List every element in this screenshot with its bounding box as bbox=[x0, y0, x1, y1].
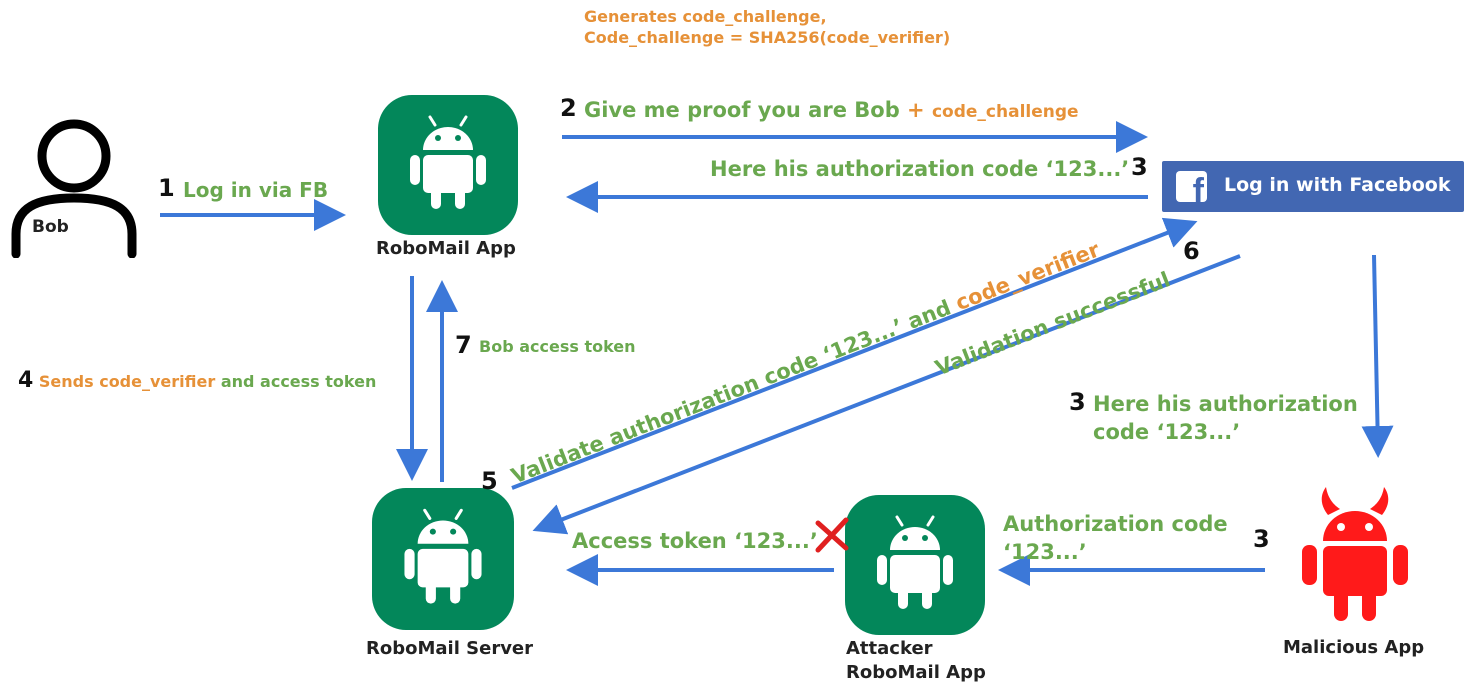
robomail-app-tile bbox=[378, 95, 518, 235]
step-3b-number: 3 bbox=[1069, 388, 1086, 416]
step-3a-number: 3 bbox=[1131, 153, 1148, 181]
step-2-text: Give me proof you are Bob bbox=[584, 98, 900, 122]
step-5-number: 5 bbox=[481, 467, 498, 495]
step-3a-label: Here his authorization code ‘123...’ bbox=[710, 157, 1130, 181]
step-7-number: 7 bbox=[455, 331, 472, 359]
step-3b-line2: code ‘123...’ bbox=[1093, 420, 1241, 444]
person-icon bbox=[11, 119, 137, 258]
attacker-app-label-line2: RoboMail App bbox=[846, 662, 986, 683]
android-icon bbox=[404, 508, 482, 604]
attacker-app-label-line1: Attacker bbox=[846, 638, 933, 659]
facebook-button-label: Log in with Facebook bbox=[1224, 174, 1451, 196]
attacker-app-label: Attacker RoboMail App bbox=[846, 637, 986, 685]
step-1-number: 1 bbox=[158, 174, 175, 202]
step-2-number: 2 bbox=[560, 94, 577, 122]
step-2-label: Give me proof you are Bob + code_challen… bbox=[584, 98, 1079, 122]
facebook-f-icon: f bbox=[1176, 171, 1207, 202]
step-4-number: 4 bbox=[18, 368, 34, 393]
step-1-label: Log in via FB bbox=[183, 178, 329, 202]
step-4-text2: and access token bbox=[220, 372, 377, 391]
step-4-text1: Sends code_verifier bbox=[38, 372, 216, 391]
arrow-step-6 bbox=[532, 254, 1241, 535]
robomail-server-label: RoboMail Server bbox=[366, 638, 534, 659]
step-3c-line1: Authorization code bbox=[1003, 512, 1228, 536]
step-2-extra: code_challenge bbox=[931, 102, 1079, 122]
arrow-step-5 bbox=[511, 217, 1198, 490]
step-3b-label: Here his authorization code ‘123...’ bbox=[1093, 390, 1358, 446]
step-7-label: Bob access token bbox=[479, 337, 636, 356]
robomail-server-tile bbox=[372, 488, 514, 630]
step-3c-number: 3 bbox=[1253, 525, 1270, 553]
attacker-app-tile bbox=[845, 495, 985, 635]
android-icon bbox=[410, 115, 486, 209]
header-note-line1: Generates code_challenge, bbox=[584, 7, 827, 26]
step-2-plus: + bbox=[907, 98, 925, 122]
step-4-label: 4 Sends code_verifier and access token bbox=[18, 368, 376, 393]
malicious-android-icon bbox=[1302, 487, 1408, 621]
step-3d-label: Access token ‘123...’ bbox=[572, 529, 818, 553]
arrow-step-3b bbox=[1361, 254, 1394, 458]
bob-label: Bob bbox=[32, 217, 69, 237]
android-icon bbox=[877, 515, 953, 609]
header-note: Generates code_challenge, Code_challenge… bbox=[584, 6, 950, 48]
red-x-icon bbox=[815, 517, 849, 553]
login-with-facebook-button[interactable]: f Log in with Facebook bbox=[1162, 161, 1464, 212]
step-6-number: 6 bbox=[1183, 237, 1200, 265]
step-3c-label: Authorization code ‘123...’ bbox=[1003, 510, 1228, 566]
robomail-app-label: RoboMail App bbox=[376, 238, 516, 259]
malicious-app-label: Malicious App bbox=[1283, 637, 1425, 658]
header-note-line2: Code_challenge = SHA256(code_verifier) bbox=[584, 28, 951, 47]
step-3b-line1: Here his authorization bbox=[1093, 392, 1358, 416]
step-3c-line2: ‘123...’ bbox=[1003, 540, 1087, 564]
